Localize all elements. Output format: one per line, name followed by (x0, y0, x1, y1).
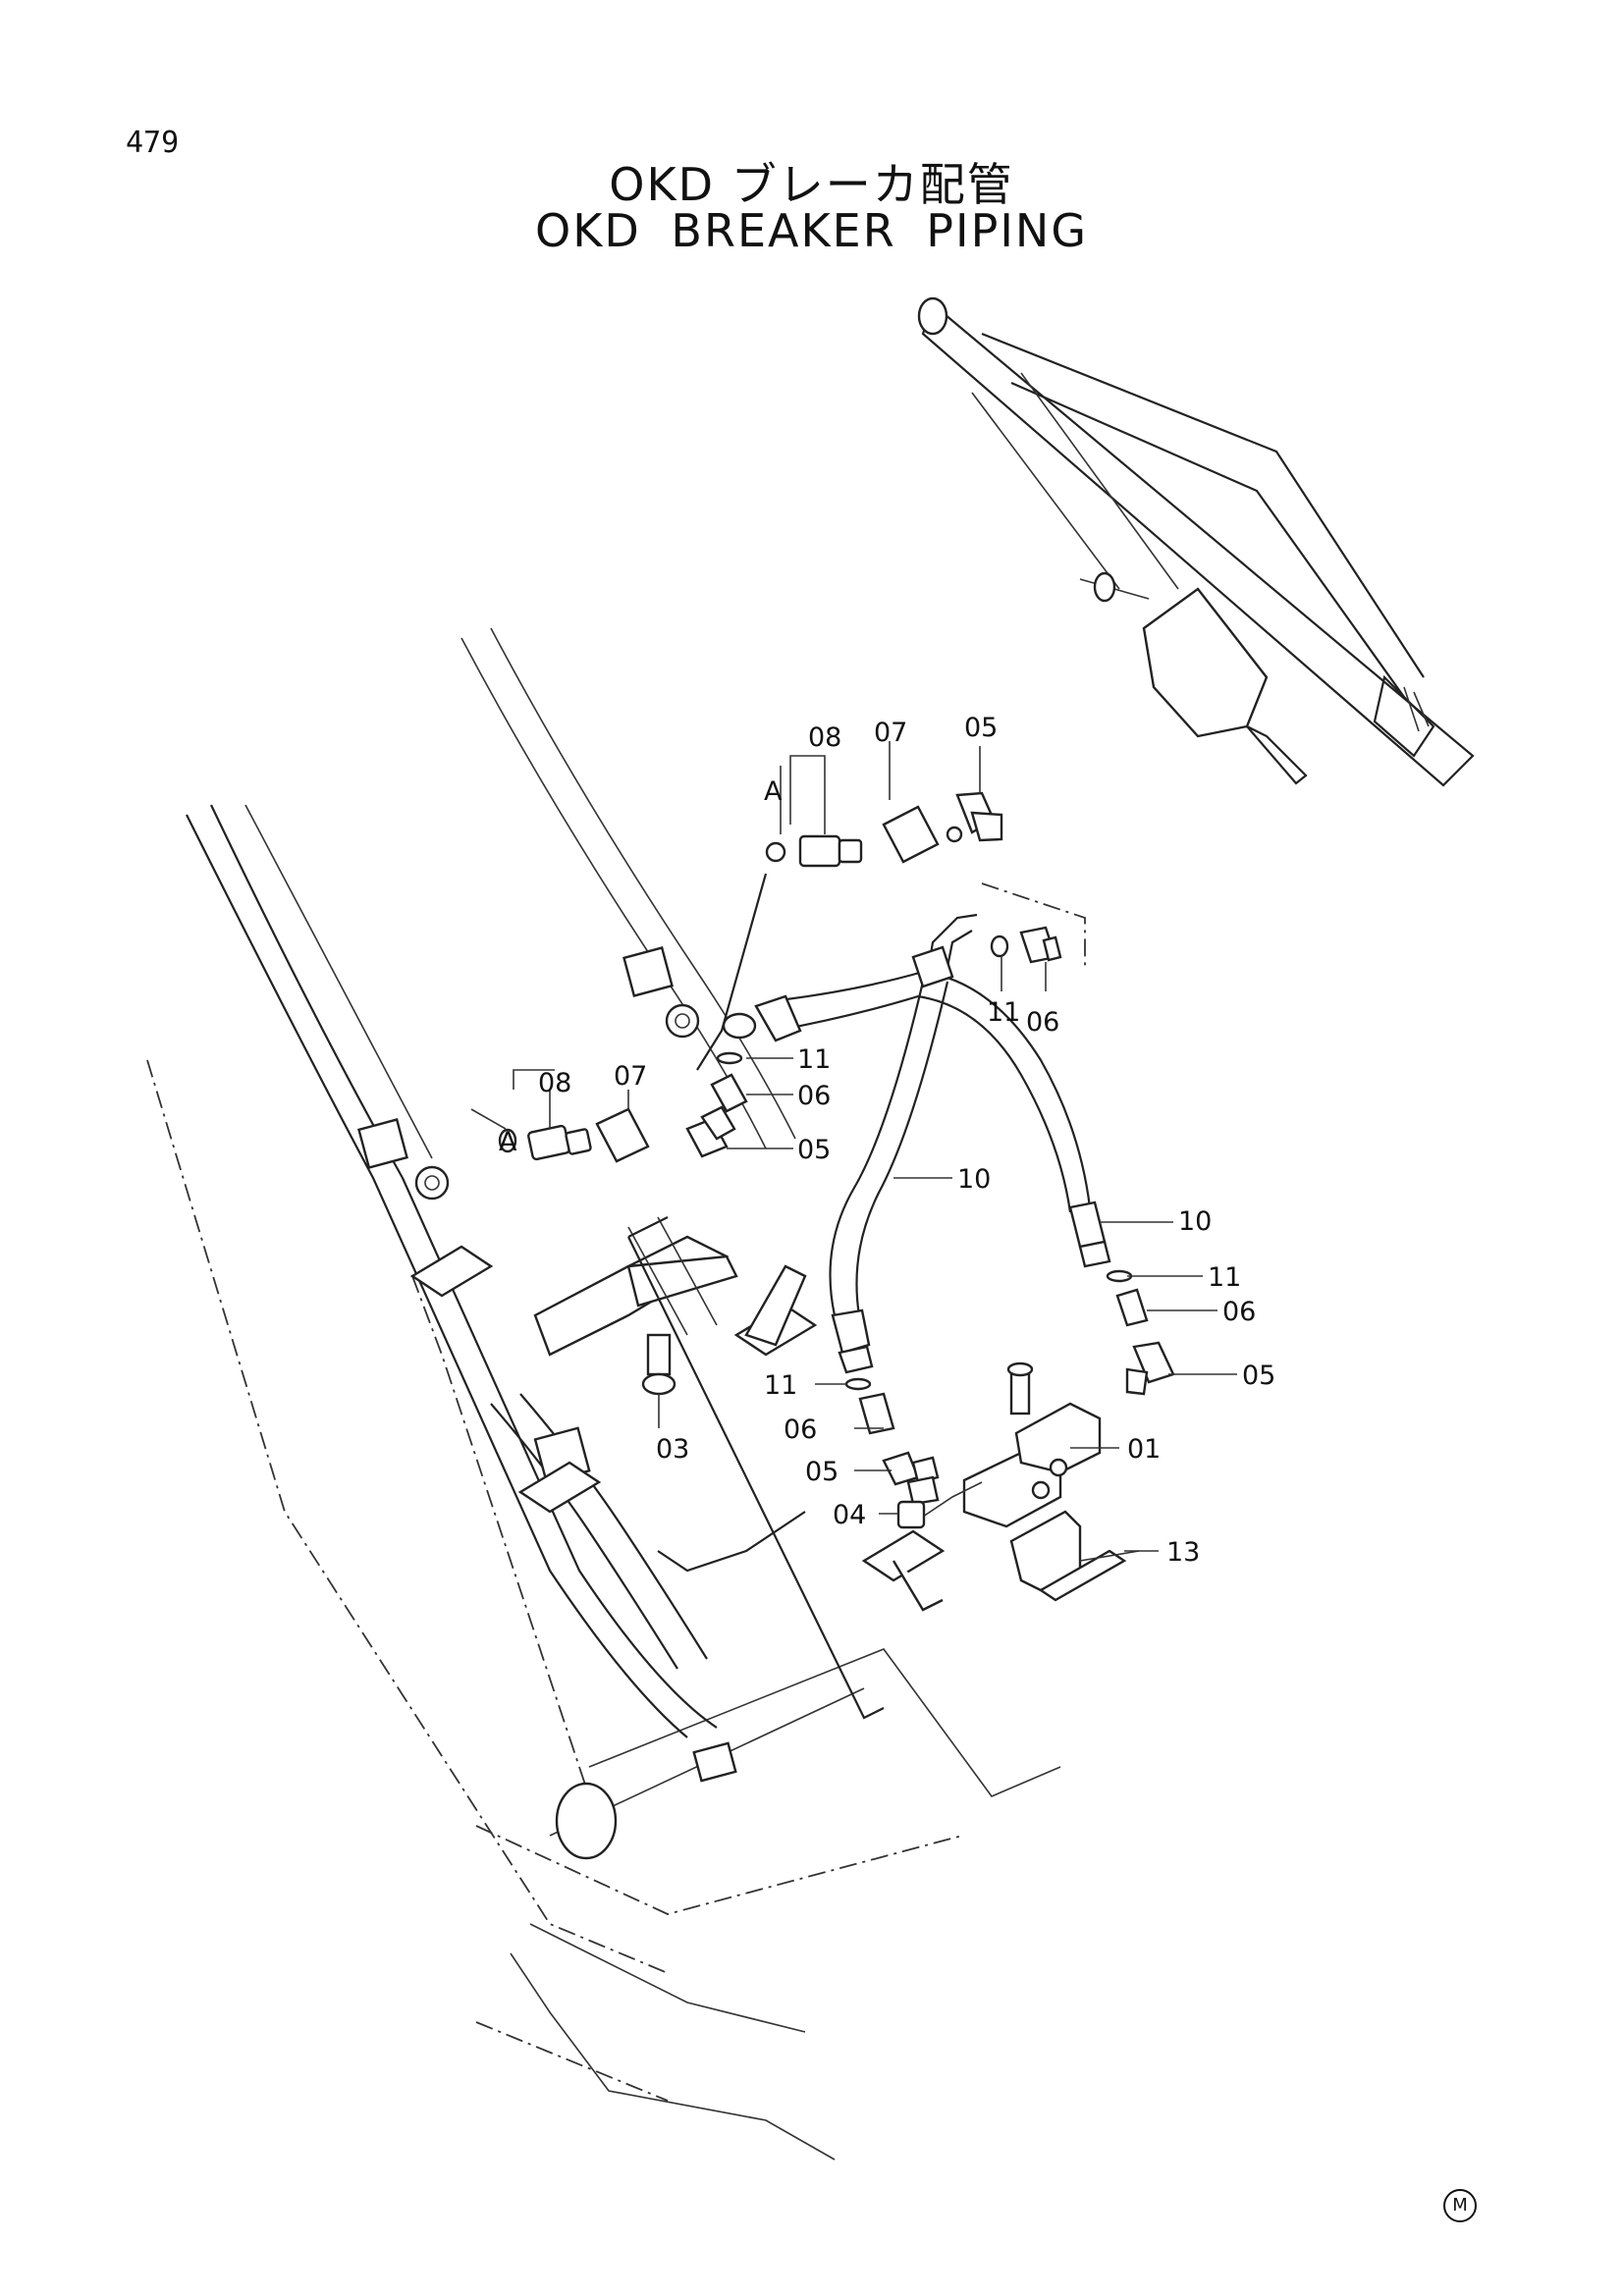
label-08-upper: 08 (808, 722, 841, 753)
arm-outline (146, 1059, 1061, 2161)
label-06-middle: 06 (797, 1081, 831, 1111)
label-06-upper-right: 06 (1026, 1007, 1059, 1038)
clamp-bracket (533, 1216, 885, 1720)
middle-fitting-assembly (470, 1051, 748, 1163)
label-11-lower: 11 (764, 1370, 797, 1401)
arm-fittings (357, 946, 946, 1783)
label-04: 04 (833, 1500, 866, 1530)
arm-hydraulic-lines (186, 627, 806, 1738)
label-07-upper: 07 (874, 718, 907, 748)
label-06-right: 06 (1222, 1297, 1256, 1327)
leader-lines (513, 741, 1237, 1552)
label-13: 13 (1166, 1537, 1200, 1568)
label-10-left-hose: 10 (957, 1164, 991, 1195)
label-05-right: 05 (1242, 1361, 1275, 1391)
label-07-middle: 07 (614, 1061, 647, 1092)
label-A-upper: A (764, 776, 783, 807)
label-01: 01 (1127, 1434, 1161, 1465)
label-10-right-hose: 10 (1178, 1206, 1212, 1237)
part-labels: 08 07 05 A 11 06 08 07 A 11 06 05 10 10 … (499, 713, 1275, 1568)
title-japanese: OKD ブレーカ配管 (609, 158, 1014, 211)
label-11-middle: 11 (797, 1044, 831, 1075)
label-06-lower: 06 (784, 1415, 817, 1445)
label-05-middle: 05 (797, 1135, 831, 1165)
label-03: 03 (656, 1434, 689, 1465)
label-A-middle: A (499, 1127, 517, 1157)
label-08-middle: 08 (538, 1068, 571, 1098)
manufacturer-mark: M (1443, 2189, 1477, 2222)
hose-assembly (722, 913, 1111, 1374)
label-05-upper: 05 (964, 713, 998, 743)
label-11-upper-right: 11 (987, 997, 1020, 1028)
label-05-lower: 05 (805, 1457, 839, 1487)
upper-fitting-assembly (696, 791, 1086, 1071)
page-number: 479 (126, 126, 180, 160)
title-english: OKD BREAKER PIPING (535, 204, 1088, 257)
right-fitting-chain (990, 926, 1175, 1396)
label-11-right: 11 (1208, 1262, 1241, 1293)
lower-valve-assembly (844, 1362, 1140, 1602)
inset-arm-breaker (917, 296, 1475, 787)
